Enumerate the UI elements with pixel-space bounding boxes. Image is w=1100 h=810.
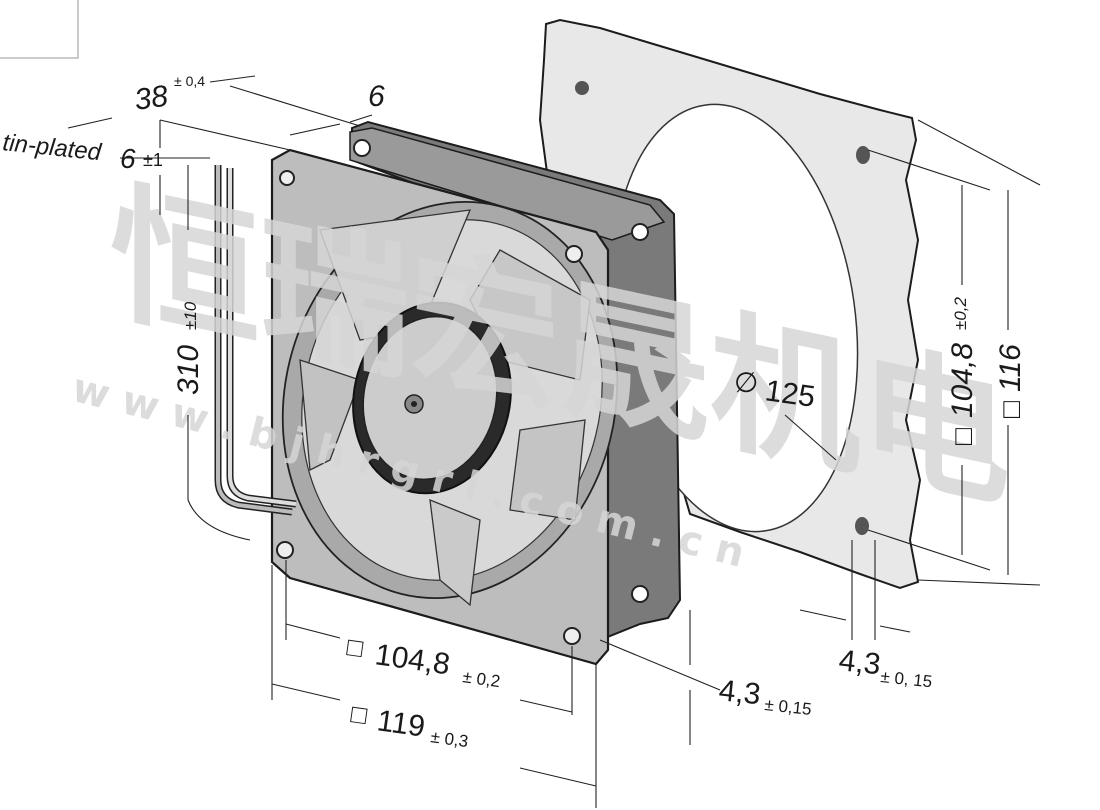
dimension-labels: 38 ± 0,4 6 tin-plated 6 ±1 310 ±10 ∅ 125…: [1, 73, 1027, 751]
dimension-lines: [67, 75, 1041, 808]
hub-face: [362, 315, 498, 481]
front-hole-br: [563, 627, 581, 645]
gasket-hole-tr: [856, 146, 870, 164]
cutout-outer-value: 116: [994, 344, 1027, 392]
hub-center: [411, 401, 417, 407]
frame-size-value: 119: [375, 704, 427, 743]
back-hole-tl: [353, 139, 371, 157]
gasket-hole-diameter-tolerance: ± 0, 15: [880, 667, 934, 691]
corner-frame: [0, 0, 79, 59]
frame-size-tolerance: ± 0,3: [429, 727, 469, 751]
lip-value: 6: [368, 80, 385, 113]
depth-value: 38: [132, 80, 170, 117]
diameter-value: 125: [763, 374, 817, 414]
wire-strip-value: 6: [120, 143, 136, 174]
gasket-hole-tl: [575, 81, 589, 95]
lead-wires: [214, 165, 297, 516]
cutout-hole-tolerance: ±0,2: [951, 296, 970, 330]
back-hole-br: [631, 585, 649, 603]
hole-diameter-value: 4,3: [717, 674, 762, 711]
hole-diameter-tolerance: ± 0,15: [764, 695, 813, 719]
blade-5: [509, 419, 586, 521]
gasket-hole-br: [855, 517, 869, 535]
hole-spacing-square-symbol: □: [345, 631, 365, 663]
front-hole-tr: [565, 245, 583, 263]
blade-4: [429, 498, 481, 607]
gasket-hole-diameter-value: 4,3: [837, 644, 882, 681]
tin-plated-label: tin-plated: [1, 129, 103, 166]
diameter-symbol: ∅: [734, 367, 758, 398]
wire-length-value: 310: [172, 345, 205, 395]
wire-strip-tolerance: ±1: [143, 150, 163, 170]
wire-length-tolerance: ±10: [181, 301, 200, 330]
fan-top-edge: [349, 127, 666, 241]
hole-spacing-value: 104,8: [373, 638, 452, 681]
fan-housing: [270, 120, 682, 666]
outer-square-symbol: □: [995, 401, 1026, 418]
front-hole-bl: [276, 541, 294, 559]
cutout-hole-value: 104,8: [946, 343, 979, 418]
cutout-square-symbol: □: [947, 428, 978, 445]
blade-3: [299, 359, 361, 472]
front-hole-tl: [279, 170, 295, 186]
back-hole-tr: [631, 223, 649, 241]
frame-size-square-symbol: □: [349, 698, 369, 730]
depth-tolerance: ± 0,4: [174, 73, 205, 89]
hole-spacing-tolerance: ± 0,2: [461, 667, 501, 691]
